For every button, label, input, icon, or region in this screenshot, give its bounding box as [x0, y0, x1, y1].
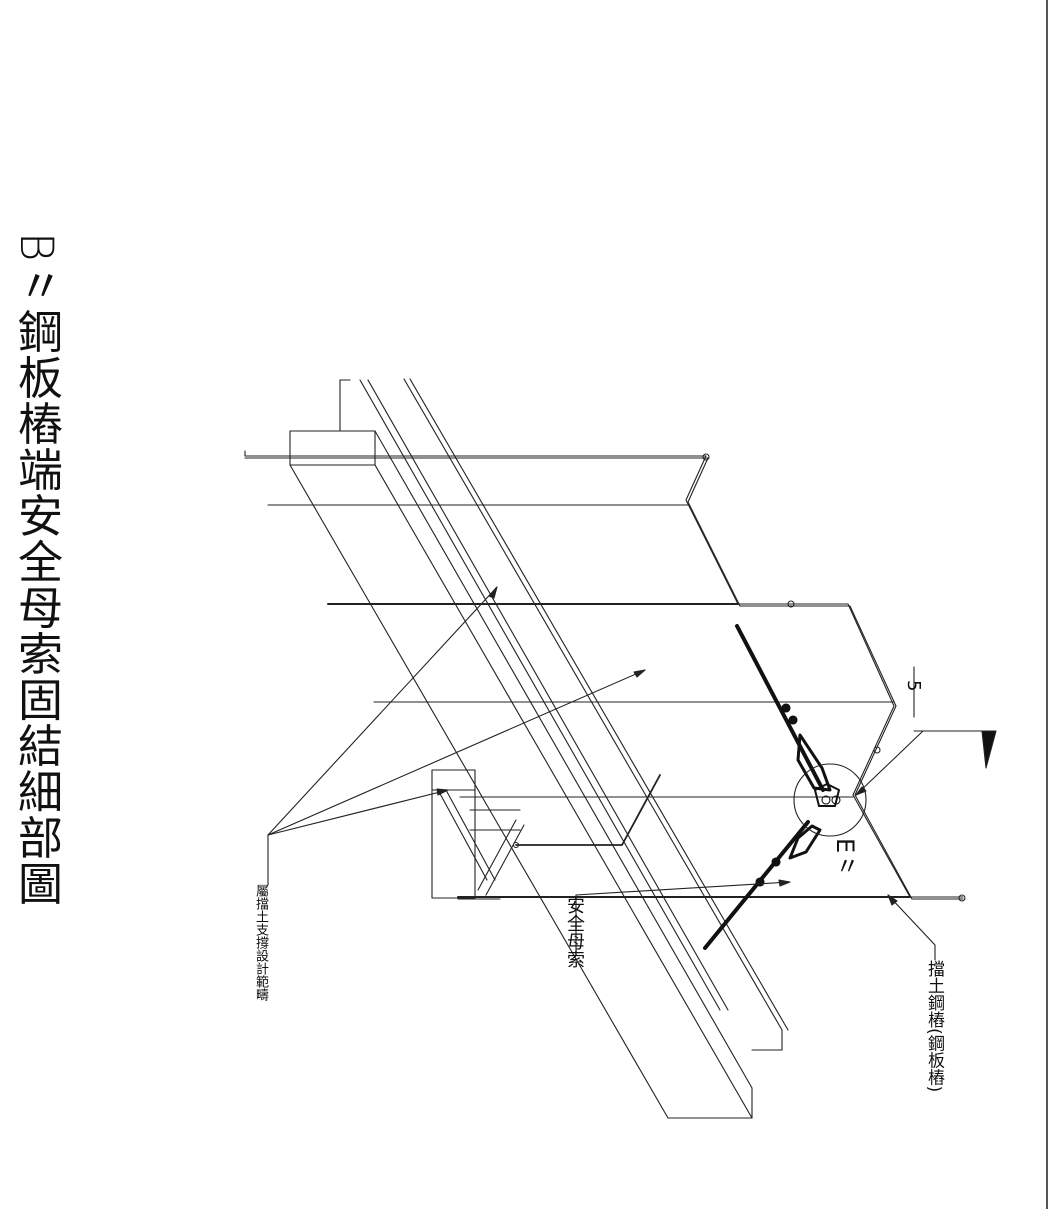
- waling-beam: [289, 378, 789, 1119]
- safety-cable: [703, 624, 841, 950]
- title-text: 鋼板樁端安全母索固結細部圖: [10, 308, 63, 907]
- detail-mark-number: 5: [903, 680, 924, 692]
- leader-lines: [267, 586, 936, 961]
- label-safety-cable: 安全母索: [564, 896, 585, 968]
- title-prefix: B〃: [10, 232, 63, 309]
- detail-letter: E〃: [831, 838, 859, 878]
- label-retaining-pile: 擋土鋼樁(鋼板樁): [924, 960, 944, 1093]
- drawing-title: B〃鋼板樁端安全母索固結細部圖: [8, 232, 64, 906]
- sheet-pile: [244, 450, 966, 902]
- sheet-border: [1046, 0, 1048, 1209]
- section-arrow-icon: [913, 666, 997, 769]
- support-bracket: [431, 769, 525, 899]
- detail-circle-icon: [793, 763, 867, 837]
- anchor-rod: [515, 774, 661, 846]
- label-support-design: 屬擋土支撐設計範疇: [253, 884, 268, 1001]
- cable-clip-icon: [781, 703, 791, 713]
